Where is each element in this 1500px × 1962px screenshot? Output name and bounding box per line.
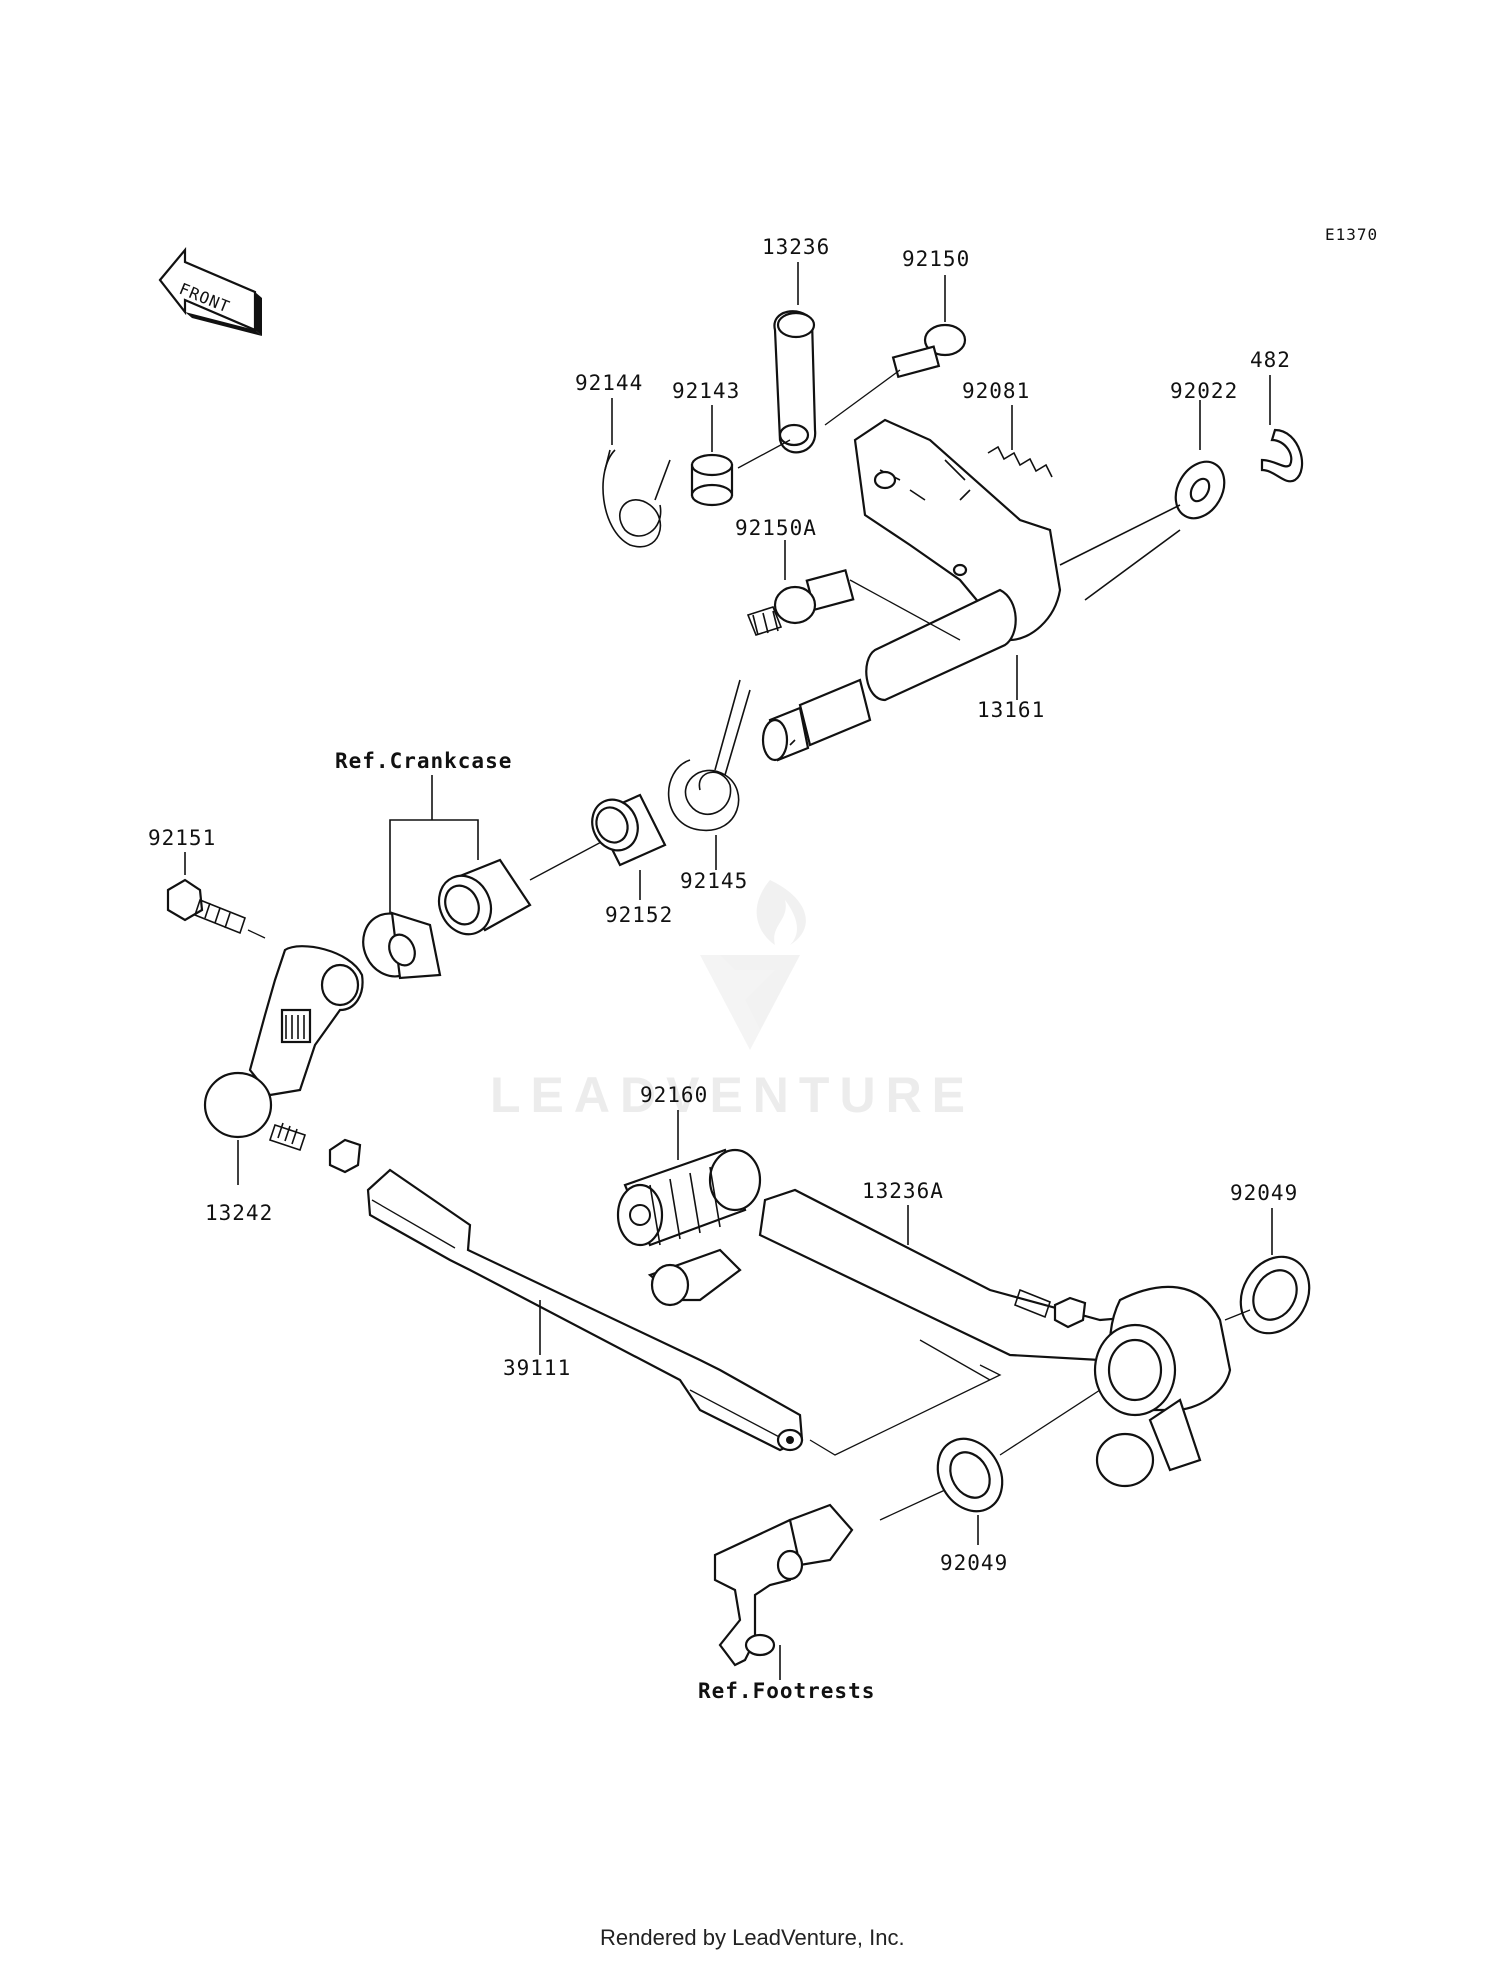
part-92160-rubber[interactable] — [616, 1148, 762, 1247]
part-482-circlip[interactable] — [1260, 428, 1304, 483]
part-39111-tie-rod[interactable] — [366, 1168, 804, 1452]
part-13242-shift-lever[interactable] — [203, 945, 364, 1174]
ref-crankcase-label: Ref.Crankcase — [335, 749, 512, 773]
part-92081-spring[interactable] — [987, 445, 1053, 478]
front-arrow-icon: FRONT — [158, 246, 262, 336]
label-92144: 92144 — [575, 371, 643, 395]
label-92049-bottom: 92049 — [940, 1551, 1008, 1575]
part-92150-bolt[interactable] — [891, 323, 967, 379]
label-482: 482 — [1250, 348, 1291, 372]
part-13161-shift-shaft[interactable] — [761, 418, 1181, 762]
label-39111: 39111 — [503, 1356, 571, 1380]
watermark-text: LEADVENTURE — [490, 1067, 975, 1123]
label-92022: 92022 — [1170, 379, 1238, 403]
label-13161: 13161 — [977, 698, 1045, 722]
crankcase-seal[interactable] — [353, 904, 442, 986]
label-13242: 13242 — [205, 1201, 273, 1225]
part-92152-bush[interactable] — [584, 792, 667, 867]
ref-footrests-pivot[interactable] — [713, 1503, 854, 1667]
part-13236A-shift-pedal[interactable] — [647, 1188, 1232, 1488]
label-92150A: 92150A — [735, 516, 817, 540]
label-92145: 92145 — [680, 869, 748, 893]
footer-credit: Rendered by LeadVenture, Inc. — [600, 1925, 905, 1950]
label-92150: 92150 — [902, 247, 970, 271]
label-92049-top: 92049 — [1230, 1181, 1298, 1205]
part-92143-collar[interactable] — [690, 453, 734, 507]
part-92049-seal-top[interactable] — [1227, 1244, 1322, 1345]
crankcase-bearing[interactable] — [430, 858, 532, 943]
watermark-logo — [700, 880, 806, 1050]
part-13236-arm[interactable] — [773, 310, 817, 454]
label-13236: 13236 — [762, 235, 830, 259]
part-92151-bolt[interactable] — [166, 878, 246, 935]
part-92144-spring[interactable] — [602, 449, 671, 548]
label-92160: 92160 — [640, 1083, 708, 1107]
part-92145-torsion-spring[interactable] — [667, 679, 751, 831]
part-92022-washer[interactable] — [1166, 453, 1234, 527]
label-13236A: 13236A — [862, 1179, 944, 1203]
label-92151: 92151 — [148, 826, 216, 850]
part-92049-seal-bottom[interactable] — [925, 1427, 1015, 1523]
ref-footrests-label: Ref.Footrests — [698, 1679, 875, 1703]
label-92143: 92143 — [672, 379, 740, 403]
label-92152: 92152 — [605, 903, 673, 927]
diagram-code: E1370 — [1325, 225, 1378, 244]
part-92150A-bolt[interactable] — [746, 568, 855, 636]
label-92081: 92081 — [962, 379, 1030, 403]
